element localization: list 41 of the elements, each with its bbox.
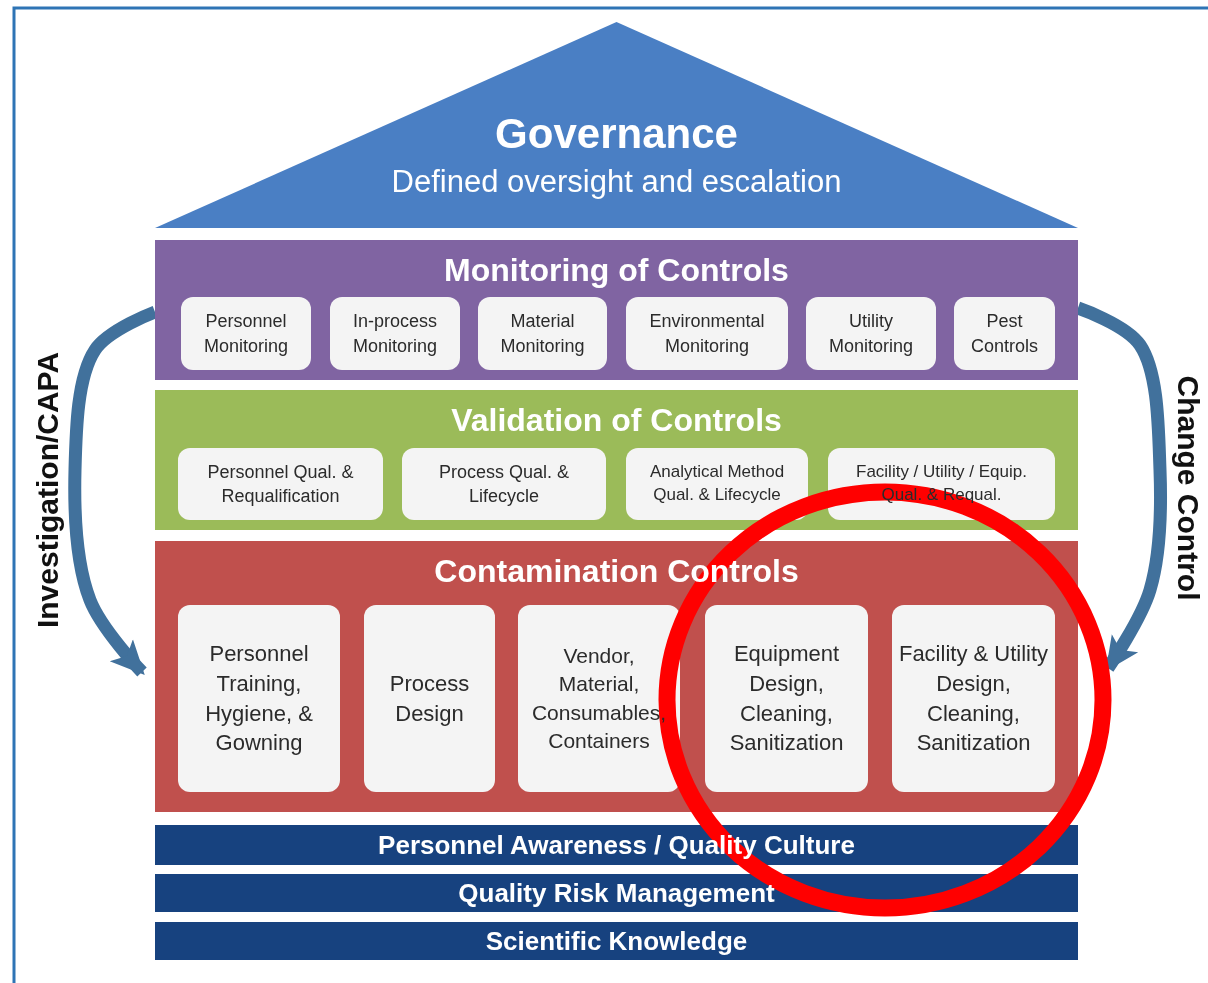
control-card [892,605,1055,792]
card-label: Material Monitoring [499,310,586,358]
card-label: Personnel Qual. & Requalification [206,460,355,508]
subheading: Defined oversight and escalation [391,164,842,200]
control-card [178,605,340,792]
card-label: Personnel Monitoring [202,310,289,358]
control-card [518,605,680,792]
foundation-bar [155,922,1078,960]
control-card [806,297,936,370]
edge-label: Change Control [1171,375,1205,601]
layer-band [155,541,1078,812]
card-label: Process Design [388,669,471,728]
card-label: Personnel Training, Hygiene, & Gowning [204,640,314,758]
bar-label: Scientific Knowledge [485,925,748,957]
control-card [402,448,606,520]
card-label: Analytical Method Qual. & Lifecycle [648,461,786,506]
card-label: In-process Monitoring [351,310,438,358]
control-card [626,297,788,370]
control-card [364,605,495,792]
band-title: Monitoring of Controls [444,252,789,289]
control-card [478,297,607,370]
control-card [178,448,383,520]
control-card [181,297,311,370]
band-title: Validation of Controls [451,402,782,439]
heading: Governance [495,110,738,158]
card-label: Facility & Utility Design, Cleaning, Sanitization [898,640,1049,758]
card-label: Utility Monitoring [827,310,914,358]
card-label: Pest Controls [970,310,1039,358]
card-label: Process Qual. & Lifecycle [437,460,571,508]
control-card [626,448,808,520]
card-label: Equipment Design, Cleaning, Sanitization [728,640,845,758]
control-card [954,297,1055,370]
edge-label: Investigation/CAPA [31,351,65,629]
layer-band [155,390,1078,530]
card-label: Environmental Monitoring [648,310,766,358]
control-card [705,605,868,792]
foundation-bar [155,825,1078,865]
layer-band [155,240,1078,380]
bar-label: Quality Risk Management [458,877,775,909]
control-card [330,297,460,370]
band-title: Contamination Controls [434,553,799,590]
